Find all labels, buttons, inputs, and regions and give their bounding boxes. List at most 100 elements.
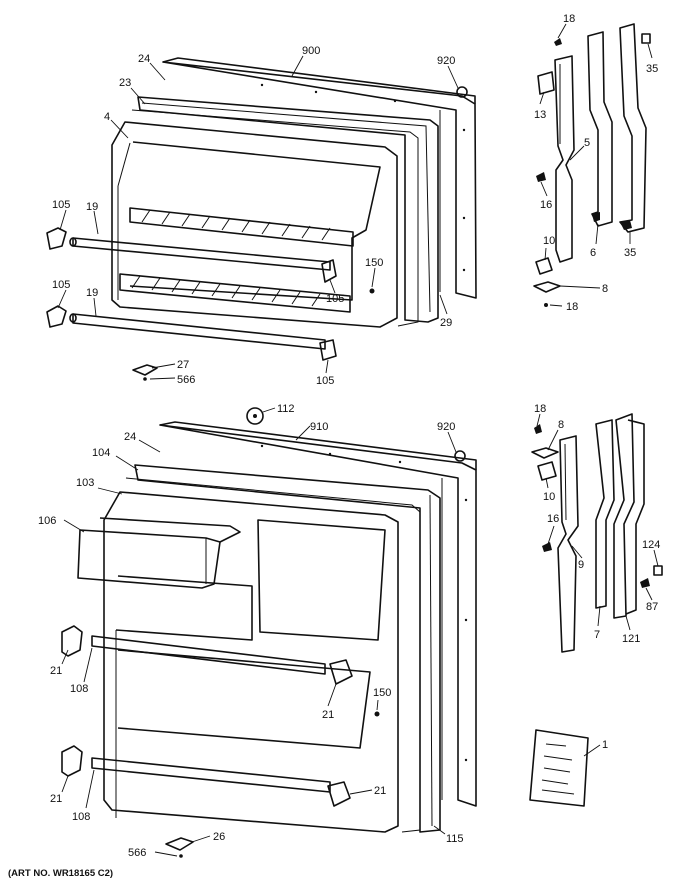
hinge-strip-35 <box>592 23 647 233</box>
callout-566: 566 <box>128 847 146 859</box>
callout-108-lower: 108 <box>72 811 90 823</box>
upper-hinge-parts <box>533 23 651 307</box>
callout-21-right-lower: 21 <box>374 785 386 797</box>
callout-10: 10 <box>543 491 555 503</box>
callout-4: 4 <box>104 111 110 123</box>
callout-labels-lower: 112 910 920 24 104 103 106 21 108 150 21… <box>38 403 464 859</box>
freezer-door-assembly <box>46 57 477 381</box>
callout-18: 18 <box>534 403 546 415</box>
hinge-cover-13 <box>537 71 555 95</box>
installation-instructions-card <box>529 729 589 807</box>
callout-18-top: 18 <box>563 13 575 25</box>
freezer-shelf-end-cap-right-upper <box>321 259 337 283</box>
clip-35-top <box>641 33 651 44</box>
callout-112: 112 <box>277 403 295 415</box>
callout-6: 6 <box>590 247 596 259</box>
callout-920: 920 <box>437 421 455 433</box>
screw-16 <box>542 542 552 552</box>
callout-labels-upper: 900 920 24 23 4 105 19 105 19 150 105 29… <box>52 45 455 387</box>
fresh-food-shelf-bar-lower <box>91 757 331 793</box>
callout-106: 106 <box>38 515 56 527</box>
callout-26: 26 <box>213 831 225 843</box>
hinge-strip-7 <box>595 419 615 609</box>
washer-8 <box>531 447 559 459</box>
callout-13: 13 <box>534 109 546 121</box>
door-handle-cover-112 <box>246 407 264 425</box>
fresh-food-shelf-bar-upper <box>91 635 326 675</box>
callout-121: 121 <box>622 633 640 645</box>
screw-87 <box>640 578 650 588</box>
callout-9: 9 <box>578 559 584 571</box>
callout-87: 87 <box>646 601 658 613</box>
freezer-shelf-end-cap-right-lower <box>319 339 337 361</box>
callout-104: 104 <box>92 447 110 459</box>
callout-103: 103 <box>76 477 94 489</box>
callout-24: 24 <box>124 431 136 443</box>
callout-5: 5 <box>584 137 590 149</box>
upper-hinge-callout-leaders <box>539 23 653 307</box>
callout-18-bottom: 18 <box>566 301 578 313</box>
freezer-door-shelves <box>119 207 354 313</box>
freezer-door-gasket <box>131 96 439 327</box>
callout-35-bottom: 35 <box>624 247 636 259</box>
callout-19-lower: 19 <box>86 287 98 299</box>
freezer-shelf-bar-upper <box>69 237 331 271</box>
callout-105-right-upper: 105 <box>326 293 344 305</box>
callout-920: 920 <box>437 55 455 67</box>
callout-16: 16 <box>547 513 559 525</box>
callout-124: 124 <box>642 539 660 551</box>
callout-910: 910 <box>310 421 328 433</box>
screw-18-top <box>554 38 562 46</box>
callout-27: 27 <box>177 359 189 371</box>
hinge-strip-6 <box>587 31 613 227</box>
callout-21-right-upper: 21 <box>322 709 334 721</box>
hinge-strip-121 <box>613 413 645 619</box>
callout-labels-lower-hinge: 18 8 10 16 9 7 124 87 121 1 <box>534 403 660 751</box>
freezer-outer-door-panel <box>162 57 477 299</box>
hinge-block-10 <box>535 257 553 275</box>
hinge-bracket-5 <box>554 55 575 263</box>
art-number: (ART NO. WR18165 C2) <box>8 868 113 879</box>
freezer-callout-leaders <box>57 55 468 380</box>
callout-21-left-upper: 21 <box>50 665 62 677</box>
callout-16: 16 <box>540 199 552 211</box>
callout-108-upper: 108 <box>70 683 88 695</box>
washer-8 <box>533 281 561 293</box>
callout-35-top: 35 <box>646 63 658 75</box>
callout-24: 24 <box>138 53 150 65</box>
callout-115: 115 <box>446 833 464 845</box>
callout-10: 10 <box>543 235 555 247</box>
callout-105-left-lower: 105 <box>52 279 70 291</box>
freezer-hinge-pad-27 <box>132 364 158 381</box>
callout-150: 150 <box>373 687 391 699</box>
screw-18-bottom <box>544 303 548 307</box>
freezer-shelf-end-cap-left-lower <box>46 305 67 328</box>
fresh-food-outer-door-panel <box>159 421 477 807</box>
freezer-shelf-bar-lower <box>69 313 326 350</box>
callout-1: 1 <box>602 739 608 751</box>
callout-23: 23 <box>119 77 131 89</box>
callout-21-left-lower: 21 <box>50 793 62 805</box>
fresh-food-callout-leaders <box>61 407 466 857</box>
lower-hinge-callout-leaders <box>536 413 659 757</box>
callout-29: 29 <box>440 317 452 329</box>
freezer-screw-150 <box>369 288 375 294</box>
fresh-food-door-liner <box>103 491 399 833</box>
clip-124 <box>653 565 663 576</box>
callout-105-left-upper: 105 <box>52 199 70 211</box>
callout-8: 8 <box>602 283 608 295</box>
fresh-food-shelf-end-left-upper <box>61 625 83 657</box>
fresh-food-shelf-end-left-lower <box>61 745 83 777</box>
hinge-bracket-9 <box>557 435 579 653</box>
screw-16 <box>536 172 546 182</box>
fresh-food-shelf-end-right-lower <box>327 781 351 807</box>
callout-labels-upper-hinge: 18 35 13 5 16 6 35 10 8 18 <box>534 13 658 313</box>
dairy-compartment-door <box>77 517 241 589</box>
freezer-shelf-end-cap-left-upper <box>46 227 67 250</box>
fresh-food-screw-150 <box>374 711 380 717</box>
fresh-food-door-assembly <box>61 407 477 858</box>
callout-150: 150 <box>365 257 383 269</box>
callout-900: 900 <box>302 45 320 57</box>
hinge-block-10 <box>537 461 557 481</box>
